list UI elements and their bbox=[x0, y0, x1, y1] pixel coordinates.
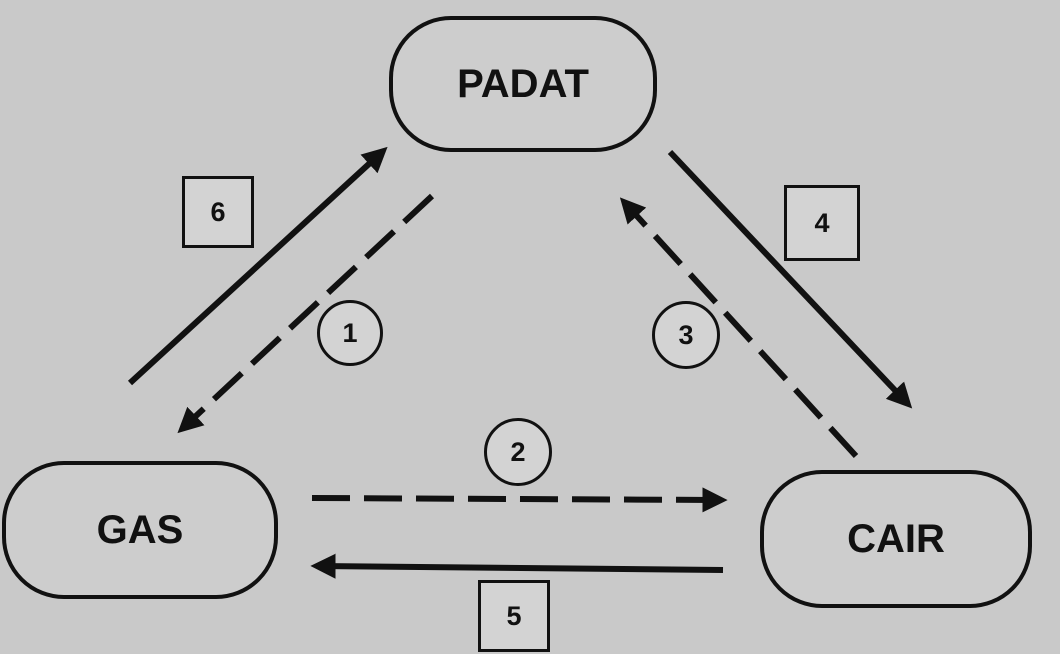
label-2: 2 bbox=[484, 418, 552, 486]
label-1: 1 bbox=[317, 300, 383, 366]
state-cair: CAIR bbox=[760, 470, 1032, 608]
label-3: 3 bbox=[652, 301, 720, 369]
state-padat: PADAT bbox=[389, 16, 657, 152]
arrow-3-cair-to-padat bbox=[619, 197, 859, 459]
label-4: 4 bbox=[784, 185, 860, 261]
arrow-2-gas-to-cair bbox=[311, 487, 728, 513]
arrow-6-gas-to-padat bbox=[127, 146, 388, 386]
arrow-1-padat-to-gas bbox=[177, 193, 435, 434]
label-5: 5 bbox=[478, 580, 550, 652]
arrow-5-cair-to-gas bbox=[310, 553, 724, 579]
state-gas: GAS bbox=[2, 461, 278, 599]
label-6: 6 bbox=[182, 176, 254, 248]
arrow-4-padat-to-cair bbox=[667, 149, 913, 409]
